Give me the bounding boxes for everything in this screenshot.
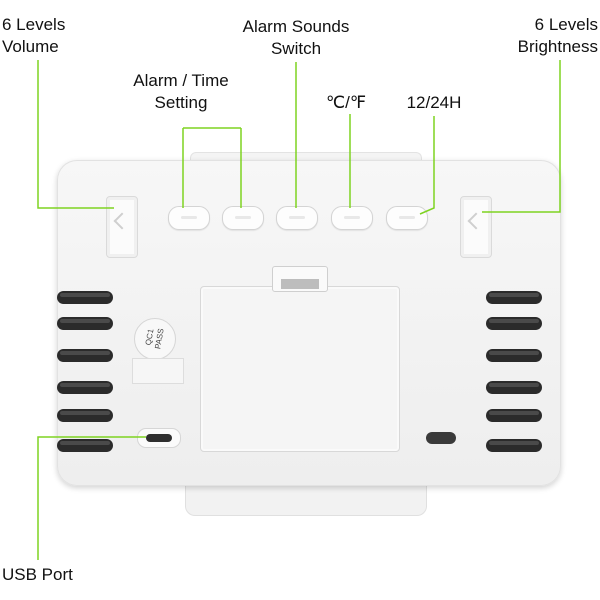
brightness-callout-label: 6 Levels Brightness bbox=[517, 15, 598, 56]
vent-slot bbox=[57, 291, 113, 304]
vent-slot bbox=[57, 409, 113, 422]
vent-slot bbox=[57, 317, 113, 330]
vent-slot bbox=[486, 291, 542, 304]
temperature-unit-callout-label: ℃/℉ bbox=[326, 93, 366, 112]
usb-port[interactable] bbox=[137, 428, 181, 448]
alarm-sounds-button[interactable] bbox=[276, 206, 318, 230]
battery-cover-latch[interactable] bbox=[272, 266, 328, 292]
usb-slot bbox=[146, 434, 172, 442]
vent-slot bbox=[486, 381, 542, 394]
temperature-unit-button[interactable] bbox=[331, 206, 373, 230]
vent-slot bbox=[486, 349, 542, 362]
time-setting-button[interactable] bbox=[222, 206, 264, 230]
qc-pass-sticker: QC1 PASS bbox=[134, 318, 176, 360]
battery-cover[interactable] bbox=[200, 286, 400, 452]
hour-mode-button[interactable] bbox=[386, 206, 428, 230]
alarm-time-setting-callout-label: Alarm / Time Setting bbox=[133, 71, 229, 112]
label-sticker bbox=[132, 358, 184, 384]
hanging-hole bbox=[426, 432, 456, 444]
vent-slot bbox=[57, 439, 113, 452]
alarm-button[interactable] bbox=[168, 206, 210, 230]
vent-slot bbox=[57, 349, 113, 362]
vent-slot bbox=[57, 381, 113, 394]
vent-slot bbox=[486, 409, 542, 422]
volume-button[interactable] bbox=[106, 196, 138, 258]
volume-callout-label: 6 Levels Volume bbox=[2, 15, 66, 56]
brightness-button[interactable] bbox=[460, 196, 492, 258]
hour-mode-callout-label: 12/24H bbox=[406, 93, 462, 112]
usb-port-callout-label: USB Port bbox=[2, 565, 73, 584]
vent-slot bbox=[486, 439, 542, 452]
vent-slot bbox=[486, 317, 542, 330]
alarm-sounds-switch-callout-label: Alarm Sounds Switch bbox=[242, 17, 350, 58]
